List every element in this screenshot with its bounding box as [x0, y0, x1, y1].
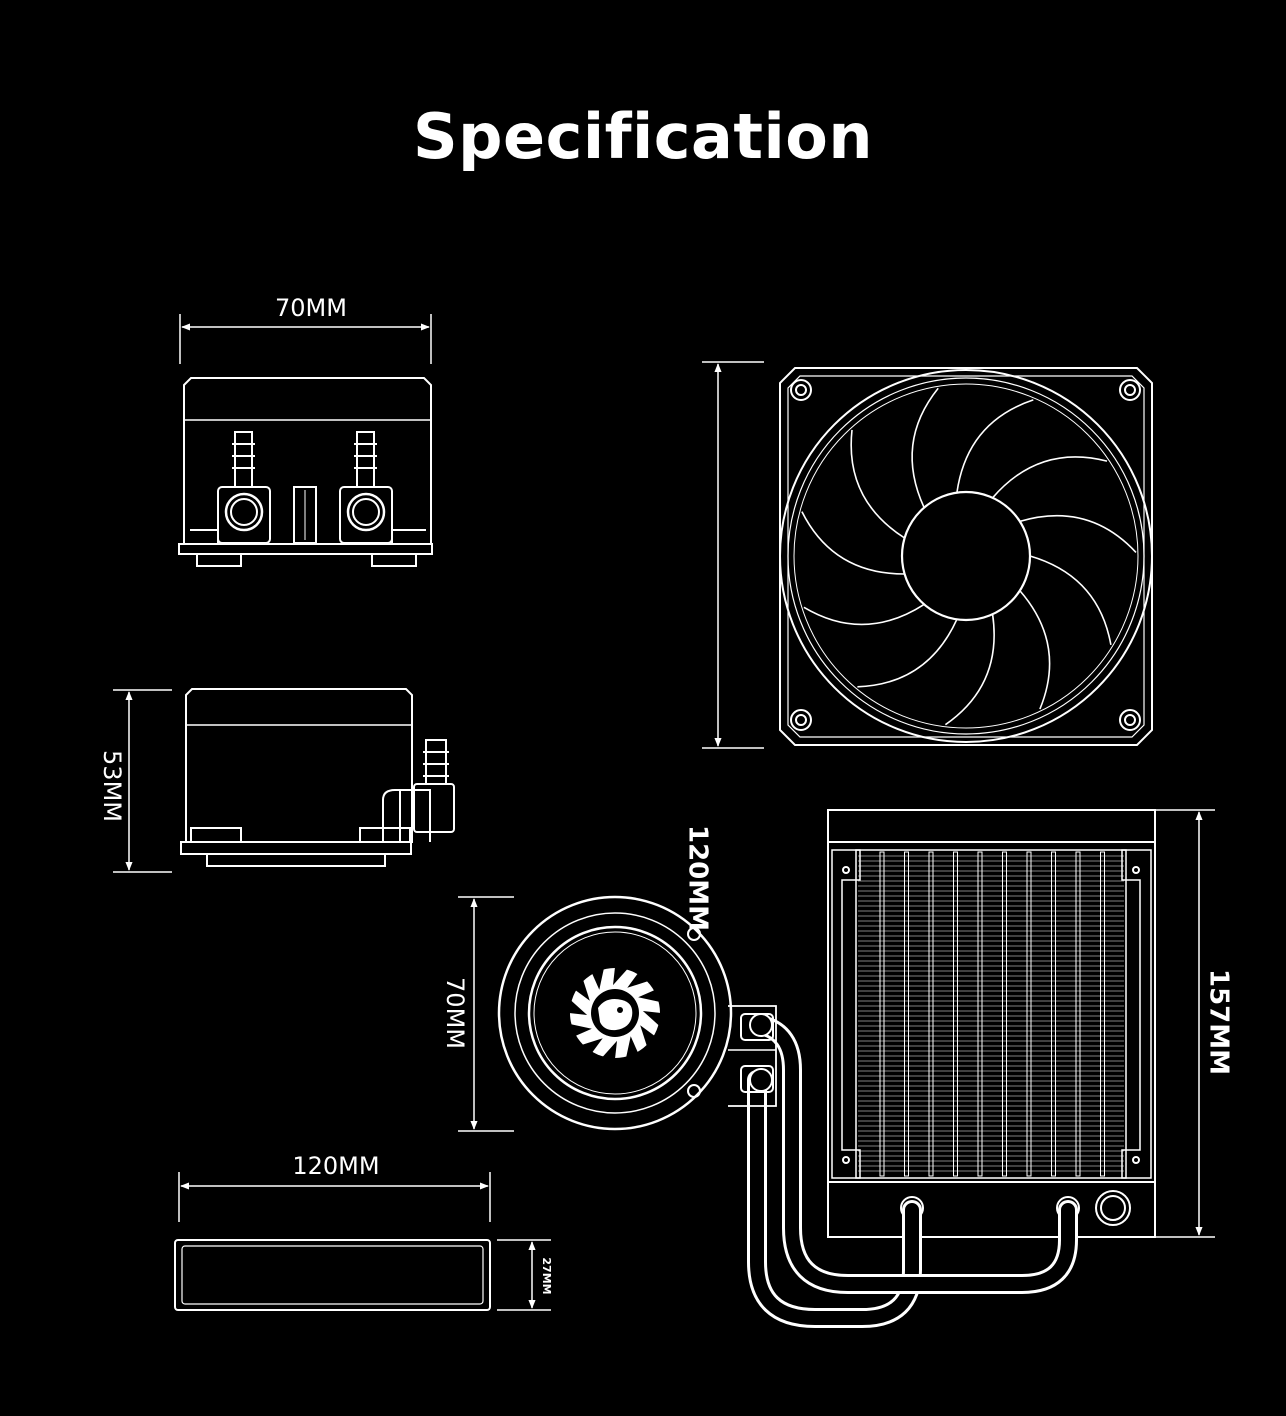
fan-blade	[1029, 555, 1112, 646]
pump-side-height-label: 53MM	[98, 750, 126, 822]
radiator-side-width-label: 120MM	[292, 1152, 379, 1180]
radiator-tube	[1051, 851, 1056, 1177]
fan-blade	[850, 429, 906, 539]
radiator-tube	[928, 851, 934, 1177]
logo-tooth	[575, 979, 590, 1001]
logo-tooth	[592, 968, 604, 990]
fan-front-view	[702, 361, 1153, 749]
fan-blades	[801, 387, 1137, 726]
fan-blade	[956, 399, 1034, 493]
fan-blade	[803, 603, 925, 626]
radiator-tube	[953, 851, 958, 1177]
pump-round-view	[458, 895, 777, 1132]
radiator-tube	[1100, 851, 1105, 1177]
coolant-tubes	[747, 1015, 1078, 1328]
radiator-tube	[879, 851, 885, 1177]
pump-top-view	[178, 314, 433, 567]
page-title: Specification	[412, 100, 874, 173]
radiator-tube	[1026, 851, 1032, 1177]
radiator-tube	[977, 851, 983, 1177]
fan-blade	[1019, 590, 1051, 710]
fan-blade	[944, 614, 995, 726]
fan-blade	[857, 618, 958, 688]
radiator-side-view	[174, 1172, 551, 1311]
fan-blade	[801, 511, 905, 575]
radiator-fins	[858, 851, 1124, 1177]
pump-top-width-label: 70MM	[275, 294, 347, 322]
fan-blade	[1019, 514, 1137, 553]
logo-tooth	[602, 1040, 617, 1059]
logo-tooth	[626, 1036, 638, 1058]
radiator-tube	[904, 851, 909, 1177]
logo-tooth	[627, 973, 649, 988]
logo-tooth	[569, 1000, 588, 1015]
logo-tooth	[570, 1024, 592, 1036]
fan-height-label: 120MM	[683, 825, 713, 931]
radiator-height-label: 157MM	[1204, 969, 1234, 1075]
radiator-front-view	[827, 809, 1215, 1238]
logo-tooth	[640, 1025, 655, 1047]
logo-tooth	[638, 990, 660, 1002]
pump-side-view	[113, 688, 455, 873]
radiator-tube	[1075, 851, 1081, 1177]
logo-tooth	[642, 1011, 661, 1026]
radiator-side-thickness-label: 27MM	[540, 1257, 553, 1294]
logo-tooth	[581, 1038, 603, 1053]
pump-round-diameter-label: 70MM	[441, 977, 469, 1049]
radiator-tube	[1002, 851, 1007, 1177]
fan-blade	[991, 456, 1108, 499]
logo-tooth	[613, 967, 628, 986]
brand-logo-icon	[569, 967, 661, 1059]
fan-blade	[911, 387, 939, 508]
